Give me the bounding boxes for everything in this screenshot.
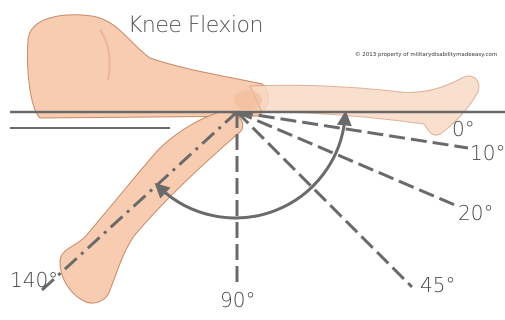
label-140-degrees: 140° [10,270,58,290]
label-45-degrees: 45° [420,275,455,295]
line-140-degrees [42,112,237,290]
line-45-degrees [237,112,412,287]
label-10-degrees: 10° [470,143,505,163]
copyright-notice: © 2013 property of militarydisabilitymad… [355,53,497,59]
line-20-degrees [237,112,455,205]
label-0-degrees: 0° [452,119,475,139]
flexed-leg-shape [60,112,243,303]
label-20-degrees: 20° [458,203,493,223]
knee-shading [234,90,262,110]
label-90-degrees: 90° [220,290,255,310]
extended-leg-shape [250,76,479,135]
diagram-title: Knee Flexion [128,15,263,37]
